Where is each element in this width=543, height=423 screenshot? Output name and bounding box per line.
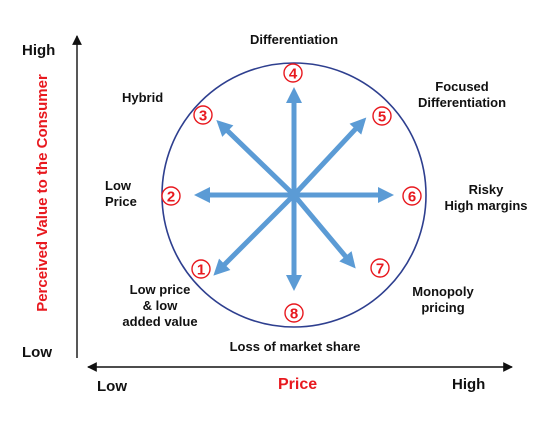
label-hybrid: Hybrid <box>122 90 164 105</box>
arrow-4-differentiation <box>286 87 302 195</box>
svg-text:6: 6 <box>408 189 416 206</box>
svg-text:4: 4 <box>289 66 298 83</box>
label-low-price-low-value: Low price & low added value <box>122 282 198 329</box>
arrow-3-hybrid <box>216 119 296 197</box>
marker-5: 5 <box>372 106 392 126</box>
arrow-5-focused-differentiation <box>292 117 367 197</box>
label-differentiation: Differentiation <box>249 32 339 47</box>
svg-text:8: 8 <box>290 306 298 323</box>
svg-text:7: 7 <box>376 261 384 278</box>
marker-4: 4 <box>283 63 303 83</box>
arrow-8-loss-of-market-share <box>286 195 302 291</box>
arrows-group <box>194 87 394 291</box>
x-axis-high-label: High <box>452 376 486 393</box>
arrow-2-low-price <box>194 187 294 203</box>
arrow-6-risky-high-margins <box>294 187 394 203</box>
arrow-7-monopoly-pricing <box>292 193 356 269</box>
arrow-1-low-price-low-value <box>213 193 296 276</box>
label-focused-differentiation: Focused Differentiation <box>417 79 507 110</box>
x-axis-title: Price <box>278 376 318 393</box>
marker-6: 6 <box>402 186 422 206</box>
marker-8: 8 <box>284 303 304 323</box>
marker-1: 1 <box>191 259 211 279</box>
marker-7: 7 <box>370 258 390 278</box>
marker-2: 2 <box>161 186 181 206</box>
svg-text:1: 1 <box>197 262 205 279</box>
marker-3: 3 <box>193 105 213 125</box>
svg-text:5: 5 <box>378 109 386 126</box>
y-axis-high-label: High <box>22 42 56 59</box>
y-axis-low-label: Low <box>22 344 52 361</box>
svg-text:2: 2 <box>167 189 175 206</box>
label-monopoly-pricing: Monopoly pricing <box>412 284 474 315</box>
number-markers: 1 2 3 4 5 6 7 8 <box>161 63 422 323</box>
y-axis-title: Perceived Value to the Consumer <box>34 74 51 312</box>
label-low-price: Low Price <box>105 178 137 209</box>
label-loss-of-market-share: Loss of market share <box>229 339 361 354</box>
label-risky-high-margins: Risky High margins <box>444 182 528 213</box>
x-axis-low-label: Low <box>97 378 127 395</box>
svg-text:3: 3 <box>199 108 207 125</box>
